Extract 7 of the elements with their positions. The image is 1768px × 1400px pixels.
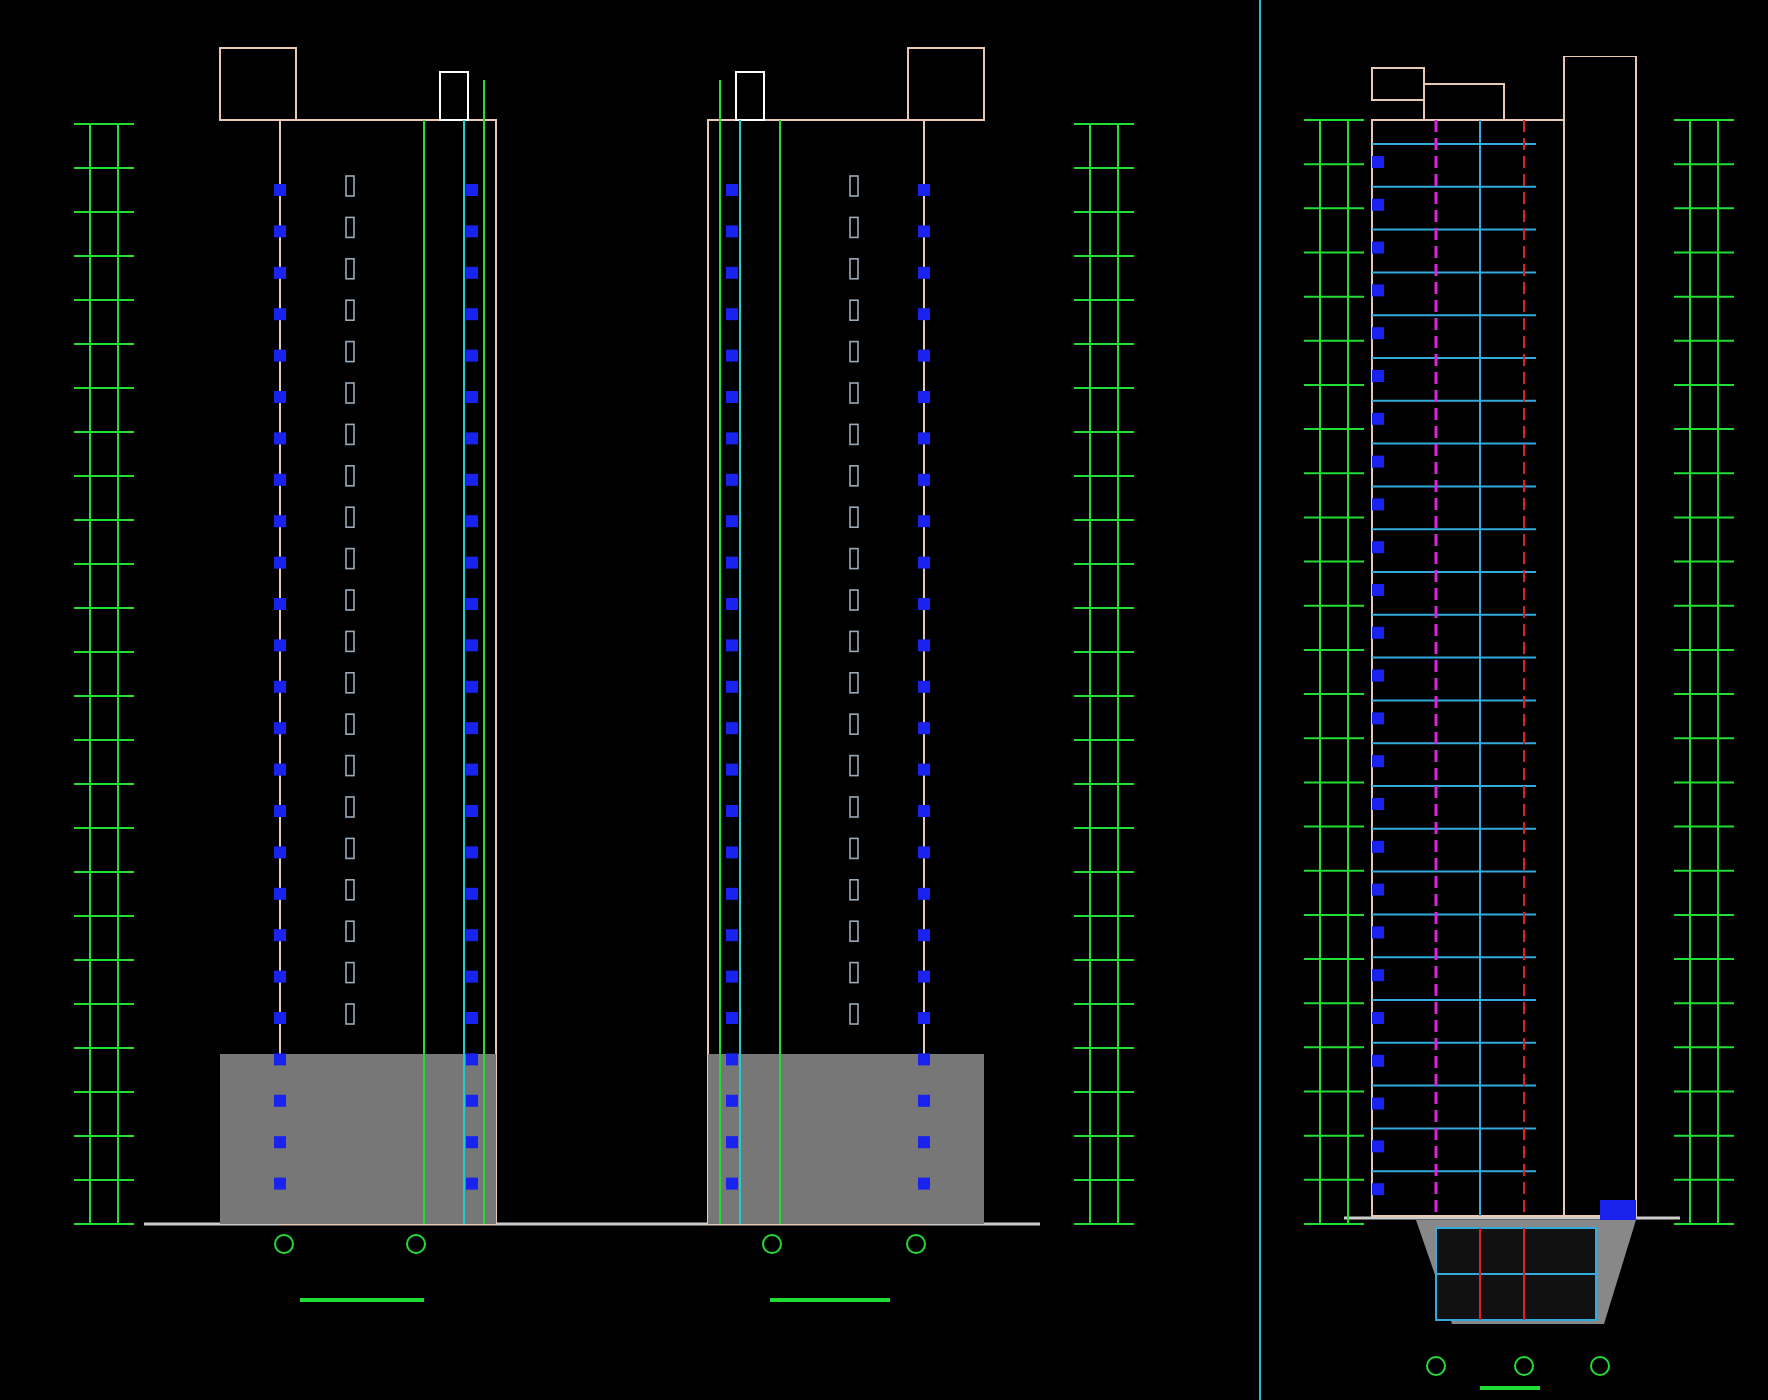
axis-bubble xyxy=(274,1234,294,1254)
axis-bubble xyxy=(1514,1356,1534,1376)
axis-bubble xyxy=(1426,1356,1446,1376)
axis-bubble xyxy=(762,1234,782,1254)
axis-bubble xyxy=(1590,1356,1610,1376)
axis-bubble xyxy=(906,1234,926,1254)
axis-bubble xyxy=(406,1234,426,1254)
